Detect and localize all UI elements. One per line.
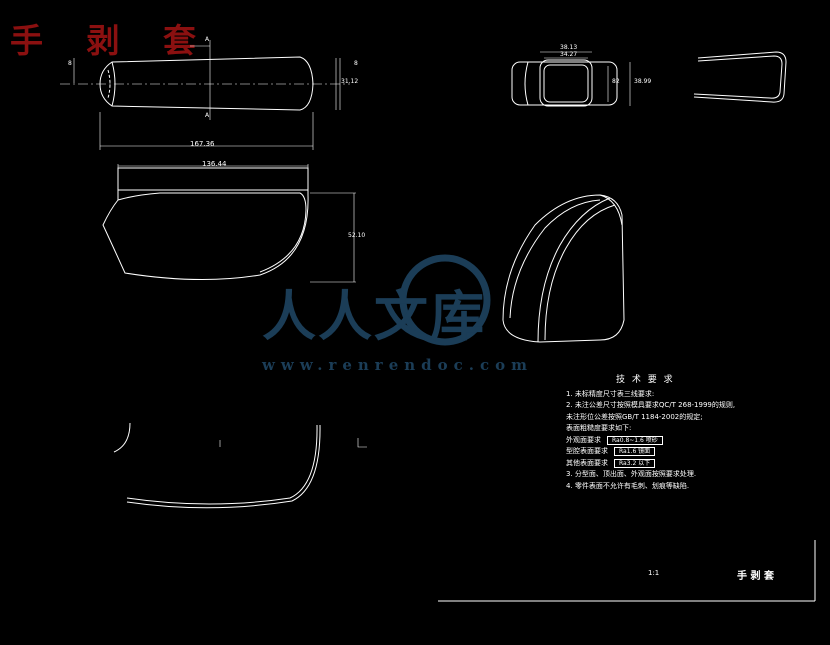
technical-requirements: 技 术 要 求 1. 未标精度尺寸表三线要求: 2. 未注公差尺寸按照模具要求Q… (566, 375, 735, 492)
tech-line: 1. 未标精度尺寸表三线要求: (566, 389, 655, 398)
tech-title: 技 术 要 求 (616, 375, 675, 385)
dim-top-inner: 34.27 (560, 51, 578, 58)
dim-side-right: 8 (354, 60, 358, 67)
tech-line: 2. 未注公差尺寸按照模具要求QC/T 268-1999的规则, (566, 401, 736, 409)
tech-line: 4. 零件表面不允许有毛刺、划痕等缺陷. (566, 481, 690, 490)
watermark-emblem (399, 254, 491, 346)
dim-side-height: 31.12 (341, 78, 359, 85)
dim-top-outer: 38.13 (560, 44, 578, 51)
isometric-view (502, 194, 625, 343)
title-block-scale: 1:1 (648, 569, 660, 577)
tech-line: 表面粗糙度要求如下: (566, 424, 632, 432)
tech-line: 未注形位公差按照GB/T 1184-2002的规定; (566, 412, 703, 421)
tech-line: 外观面要求 (566, 435, 601, 444)
arc-view (113, 422, 367, 509)
brand-title: 手 剥 套 (10, 21, 212, 60)
dim-front-width: 136.44 (202, 160, 227, 168)
profile-view (693, 51, 787, 103)
section-a-top: A (205, 36, 210, 43)
dim-top-height: 38.99 (634, 78, 652, 85)
spec-box: Ra3.2 以下 (614, 458, 656, 468)
watermark-logo-text: 人人文库 (262, 284, 486, 348)
tech-line: 型腔表面要求 (566, 447, 608, 455)
watermark-site: www.renrendoc.com (262, 356, 534, 374)
section-a-bottom: A (205, 112, 210, 119)
dim-side-left: 8 (68, 60, 72, 67)
dim-front-height: 52.10 (348, 232, 366, 239)
front-view (102, 164, 356, 283)
tech-line: 3. 分型面、顶出面、外观面按照要求处理. (566, 470, 697, 478)
spec-box: Ra1.6 镜面 (614, 447, 656, 457)
dim-side-length: 167.36 (190, 140, 215, 148)
dim-top-inner-h: 82 (612, 78, 620, 85)
spec-box: Ra0.8~1.6 喷砂 (607, 435, 663, 445)
top-section-view (511, 51, 631, 107)
tech-line: 其他表面要求 (566, 458, 608, 467)
side-view (60, 40, 350, 150)
title-block-part-name: 手 剥 套 (737, 571, 774, 582)
title-block (438, 540, 816, 602)
